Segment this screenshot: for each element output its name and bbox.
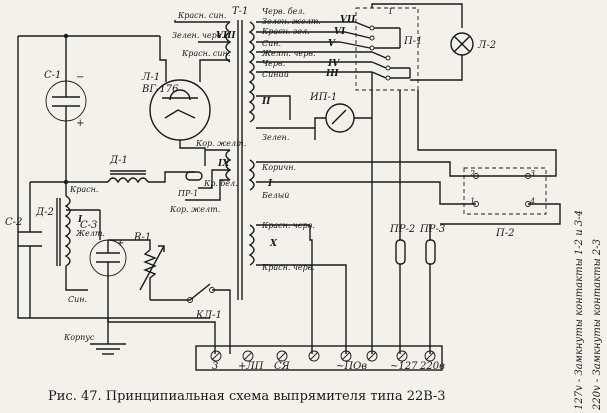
tube-l1: Л-1 ВГ-176 bbox=[141, 36, 211, 166]
wire-cherv-bel: Черв. бел. bbox=[262, 7, 305, 16]
wire-kras-cherv2: Красн. черв. bbox=[261, 263, 315, 272]
terminal-label-7: ~127 bbox=[390, 361, 418, 372]
d2-winding: I bbox=[77, 215, 83, 225]
terminal-label-1: 3 bbox=[212, 361, 218, 372]
wire-korichn: Коричн. bbox=[261, 163, 296, 172]
kl1-label: КЛ-1 bbox=[195, 310, 222, 321]
c1-minus: − bbox=[76, 72, 84, 83]
p2-pin-2: 2 bbox=[469, 169, 475, 178]
junction-dot bbox=[63, 33, 69, 39]
ground-symbol: Корпус bbox=[63, 318, 126, 355]
wire-kras-sin: Красн. син. bbox=[177, 11, 226, 20]
switch-p1: П-1 1 bbox=[339, 3, 463, 91]
p2-label: П-2 bbox=[495, 228, 514, 239]
choke-d1: Д-1 bbox=[66, 155, 195, 184]
lamp-l2: Л-2 bbox=[410, 32, 496, 81]
transformer-t1: Т-1 bbox=[174, 6, 372, 300]
wire-kr-bel: Кр. бел. bbox=[203, 179, 238, 188]
transformer-labels-left: Красн. син. Зелен. черв. Красн. син. VII… bbox=[169, 11, 246, 214]
c1-plus: + bbox=[76, 118, 84, 129]
winding-vii: VII bbox=[340, 15, 356, 25]
wire-cherv: Черв. bbox=[262, 59, 285, 68]
p2-pin-3: 3 bbox=[530, 169, 535, 178]
pr1-label: ПР-1 bbox=[177, 189, 198, 198]
l1-type: ВГ-176 bbox=[141, 84, 179, 95]
winding-iv: IV bbox=[327, 59, 340, 69]
wire-zhelt-cherv: Желт. черв. bbox=[261, 49, 316, 58]
fuse-pr2: ПР-2 bbox=[389, 90, 415, 354]
side-note-220: 220v - Замкнуты контакты 2-3 bbox=[592, 239, 603, 411]
p2-pin-1: 1 bbox=[470, 197, 475, 206]
d1-label: Д-1 bbox=[109, 155, 128, 166]
terminal-label-2: +ЛП bbox=[238, 361, 264, 372]
wire-sin2: Син. bbox=[262, 39, 281, 48]
winding-ix: IX bbox=[217, 159, 230, 169]
capacitor-c2: С-2 bbox=[5, 181, 66, 318]
wire-zelen-cherv: Зелен. черв. bbox=[172, 31, 224, 40]
switch-p2: 1 2 3 4 П-2 bbox=[300, 90, 561, 239]
transformer-labels-right: Черв. бел. Зелен. желт. VII Красн. зел. … bbox=[261, 7, 356, 272]
terminal-label-5: ~ПОв bbox=[336, 361, 367, 372]
meter-ip1: ИП-1 bbox=[309, 92, 372, 133]
wire-kor-zhelt2: Кор. желт. bbox=[169, 205, 220, 214]
l1-label: Л-1 bbox=[141, 72, 160, 83]
l2-label: Л-2 bbox=[477, 40, 496, 51]
fuse-pr1: ПР-1 bbox=[177, 171, 203, 198]
wiring-to-terminals bbox=[256, 72, 373, 354]
terminal-block: 3 +ЛП СЯ ~ПОв ~127 220в bbox=[195, 345, 445, 372]
ground-wire bbox=[107, 318, 216, 354]
wire-kor-zhelt: Кор. желт. bbox=[195, 139, 246, 148]
p2-pin-4: 4 bbox=[529, 197, 535, 206]
t1-label: Т-1 bbox=[232, 6, 248, 17]
p1-label: П-1 bbox=[403, 36, 422, 47]
capacitor-c3: С-3 + bbox=[80, 220, 127, 318]
wire-belyi: Белый bbox=[261, 191, 289, 200]
ip1-label: ИП-1 bbox=[309, 92, 337, 103]
wire-kras: Красн. bbox=[69, 185, 98, 194]
winding-v: V bbox=[328, 39, 336, 49]
korpus-label: Корпус bbox=[63, 333, 95, 342]
c3-plus: + bbox=[116, 238, 124, 249]
left-frame-wires bbox=[17, 35, 210, 319]
c3-label: С-3 bbox=[80, 220, 97, 231]
p1-pin: 1 bbox=[388, 7, 393, 16]
wire-zelen-zhelt: Зелен. желт. bbox=[262, 17, 321, 26]
winding-viii: VIII bbox=[216, 31, 236, 41]
switch-kl1: КЛ-1 bbox=[150, 283, 231, 354]
capacitor-c1: С-1 + − bbox=[44, 70, 87, 129]
choke-d2: Д-2 I Красн. Желт. Син. bbox=[35, 182, 105, 304]
c1-label: С-1 bbox=[44, 70, 61, 81]
wire-zhelt: Желт. bbox=[75, 229, 105, 238]
fuse-pr3: ПР-3 bbox=[419, 224, 445, 354]
wire-siniy: Синий bbox=[262, 70, 289, 79]
rheostat-r1: R-1 bbox=[108, 232, 165, 300]
terminal-label-3: СЯ bbox=[274, 361, 291, 372]
wire-kras-zel: Красн. зел. bbox=[261, 27, 310, 36]
winding-x: X bbox=[269, 239, 278, 249]
c2-label: С-2 bbox=[5, 217, 22, 228]
winding-ii: II bbox=[261, 97, 271, 107]
winding-i: I bbox=[267, 179, 273, 189]
side-note-127: 127v - Замкнуты контакты 1-2 и 3-4 bbox=[574, 210, 585, 410]
terminal-label-8: 220в bbox=[419, 361, 445, 372]
winding-iii: III bbox=[325, 69, 339, 79]
wire-zelen: Зелен. bbox=[262, 133, 289, 142]
winding-vi: VI bbox=[334, 27, 346, 37]
wire-kras-sin2: Красн. син. bbox=[181, 49, 230, 58]
wire-sin: Син. bbox=[68, 295, 87, 304]
pr3-label: ПР-3 bbox=[419, 224, 445, 235]
figure-caption: Рис. 47. Принципиальная схема выпрямител… bbox=[48, 389, 446, 404]
r1-label: R-1 bbox=[133, 232, 151, 243]
d2-label: Д-2 bbox=[35, 207, 54, 218]
wire-kras-cherv: Красн. черв. bbox=[261, 221, 315, 230]
pr2-label: ПР-2 bbox=[389, 224, 415, 235]
